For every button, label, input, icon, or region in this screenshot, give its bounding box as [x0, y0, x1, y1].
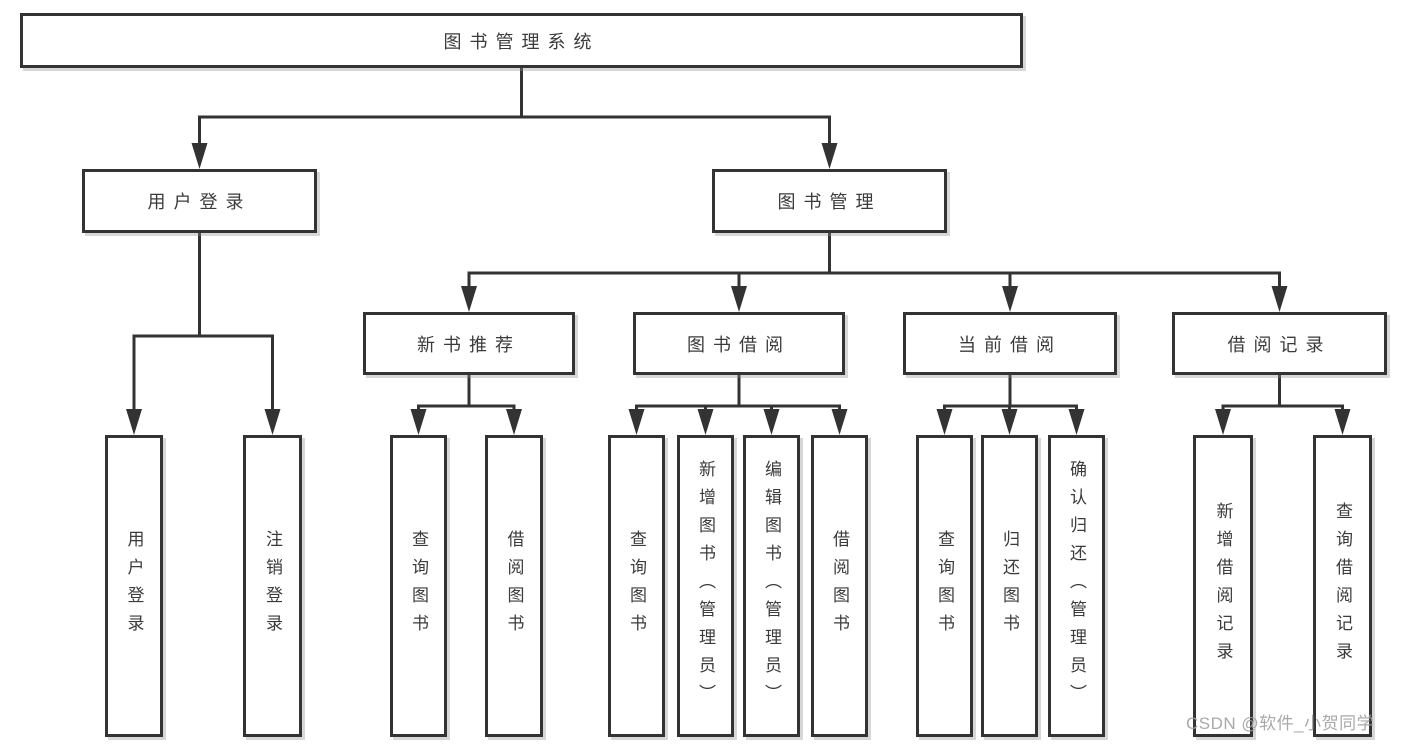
node-leaf-borrow-book-1: 借阅图书	[485, 435, 543, 737]
node-leaf-borrow-book-2: 借阅图书	[811, 435, 868, 737]
node-book-mgmt: 图书管理	[712, 169, 947, 233]
node-user-login: 用户登录	[82, 169, 317, 233]
node-book-borrow: 图书借阅	[633, 312, 845, 375]
node-leaf-return-book: 归还图书	[981, 435, 1038, 737]
node-leaf-add-record: 新增借阅记录	[1193, 435, 1253, 737]
node-leaf-edit-book: 编辑图书（管理员）	[743, 435, 800, 737]
arrowhead-glyphs	[126, 143, 1351, 435]
node-leaf-query-book-1: 查询图书	[390, 435, 447, 737]
node-leaf-query-record: 查询借阅记录	[1313, 435, 1372, 737]
node-current-borrow: 当前借阅	[903, 312, 1117, 375]
node-leaf-query-book-3: 查询图书	[916, 435, 973, 737]
node-leaf-logout: 注销登录	[243, 435, 302, 737]
node-borrow-records: 借阅记录	[1172, 312, 1387, 375]
node-leaf-add-book: 新增图书（管理员）	[677, 435, 734, 737]
watermark: CSDN @软件_小贺同学	[1186, 714, 1375, 733]
node-leaf-user-login: 用户登录	[105, 435, 163, 737]
node-new-book-rec: 新书推荐	[363, 312, 575, 375]
node-leaf-confirm-return: 确认归还（管理员）	[1048, 435, 1105, 737]
node-root: 图书管理系统	[20, 13, 1023, 68]
node-leaf-query-book-2: 查询图书	[608, 435, 665, 737]
